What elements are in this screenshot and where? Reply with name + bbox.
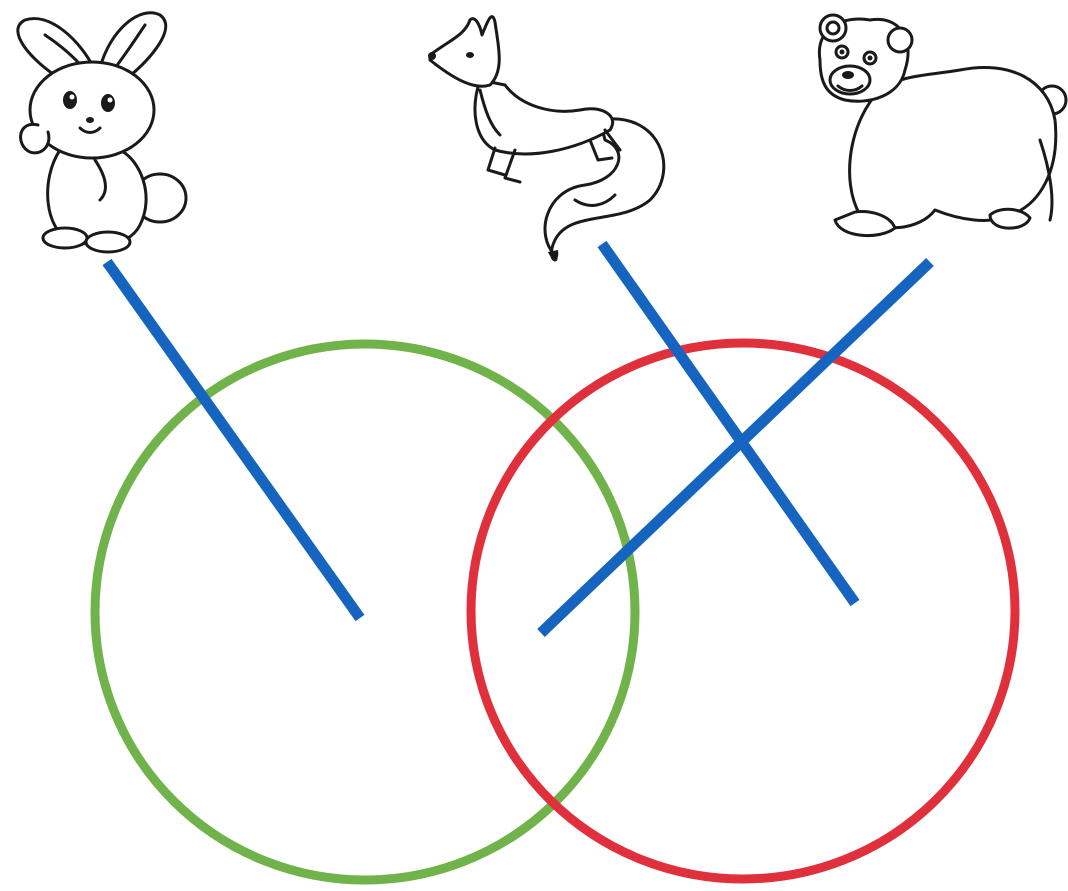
bear-icon [819,15,1066,236]
hare-icon [18,13,186,252]
connector-line-fox [602,244,855,603]
red-circle [471,343,1015,879]
connector-line-hare [107,262,360,618]
connector-line-bear [541,262,930,633]
fox-icon [428,17,664,260]
